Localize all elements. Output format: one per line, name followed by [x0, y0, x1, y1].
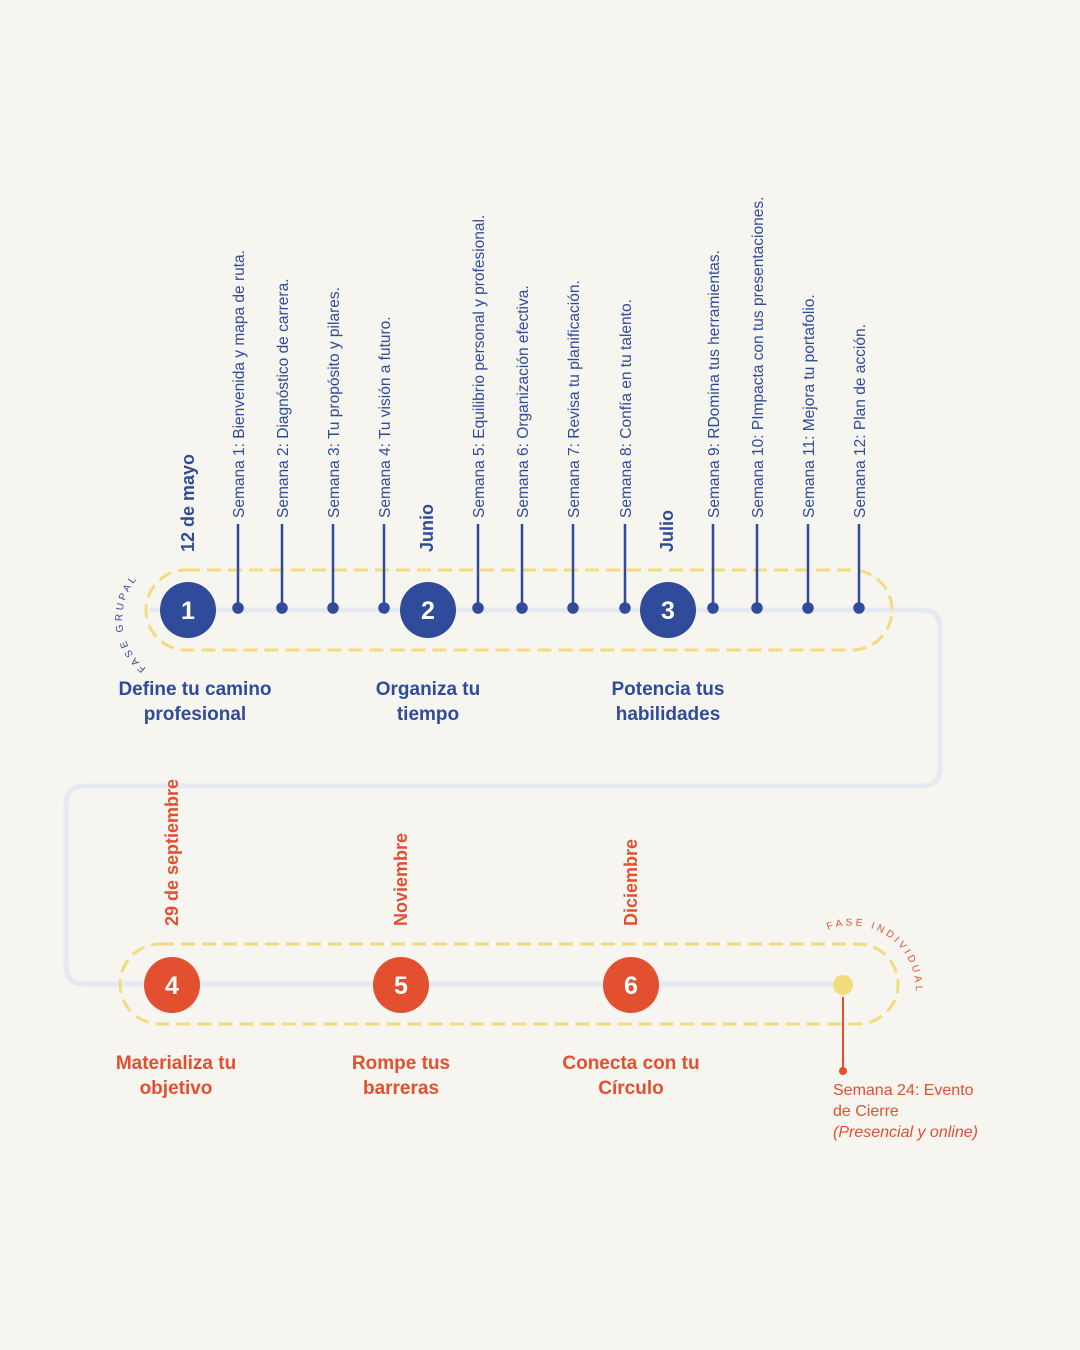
week-label: Semana 9: RDomina tus herramientas.	[706, 250, 723, 518]
step-6: 6	[603, 957, 659, 1013]
week-label: Semana 2: Diagnóstico de carrera.	[275, 278, 292, 518]
step-number: 2	[421, 597, 435, 625]
closing-event-marker	[833, 975, 853, 1075]
step-title: Define tu camino	[118, 679, 271, 700]
timeline-track	[63, 607, 943, 987]
week-label: Semana 7: Revisa tu planificación.	[566, 280, 583, 518]
step-title: Materializa tu	[116, 1053, 236, 1074]
step-number: 3	[661, 597, 675, 625]
fase-grupal-arc-label: FASE GRUPAL	[114, 572, 148, 674]
step-3: 3	[640, 582, 696, 638]
step-number: 5	[394, 972, 408, 1000]
step-title: barreras	[363, 1078, 439, 1099]
week-label: Semana 6: Organización efectiva.	[515, 285, 532, 518]
step-title: profesional	[144, 704, 246, 725]
step-1: 1	[160, 582, 216, 638]
step-title: Potencia tus	[612, 679, 725, 700]
month-label: Diciembre	[621, 839, 641, 926]
week-label: Semana 12: Plan de acción.	[852, 324, 869, 518]
month-label: Julio	[657, 510, 677, 552]
step-title: Rompe tus	[352, 1053, 450, 1074]
fase-grupal-capsule	[144, 568, 894, 652]
start-date-label: 29 de septiembre	[162, 779, 182, 926]
step-number: 6	[624, 972, 638, 1000]
week-label: Semana 5: Equilibrio personal y profesio…	[471, 215, 488, 518]
step-4: 4	[144, 957, 200, 1013]
week-markers	[232, 524, 865, 614]
fase-grupal-arc-text: FASE GRUPAL	[114, 572, 145, 674]
step-5: 5	[373, 957, 429, 1013]
step-title: objetivo	[140, 1078, 213, 1099]
closing-event-title: de Cierre	[833, 1103, 899, 1120]
month-label: Noviembre	[391, 833, 411, 926]
step-2: 2	[400, 582, 456, 638]
week-label: Semana 1: Bienvenida y mapa de ruta.	[231, 250, 248, 518]
start-date-label: 12 de mayo	[178, 454, 198, 552]
week-label: Semana 11: Mejora tu portafolio.	[801, 294, 818, 518]
closing-event-title: Semana 24: Evento	[833, 1082, 974, 1099]
step-title: habilidades	[616, 704, 721, 725]
month-label: Junio	[417, 504, 437, 552]
closing-event-note: (Presencial y online)	[833, 1124, 978, 1141]
week-label: Semana 4: Tu visión a futuro.	[377, 316, 394, 518]
step-title: Conecta con tu	[562, 1053, 699, 1074]
step-title: Organiza tu	[376, 679, 481, 700]
step-number: 4	[165, 972, 179, 1000]
step-title: Círculo	[598, 1078, 663, 1099]
step-title: tiempo	[397, 704, 459, 725]
week-label: Semana 3: Tu propósito y pilares.	[326, 287, 343, 518]
step-number: 1	[181, 597, 195, 625]
fase-individual-capsule	[118, 942, 900, 1026]
week-label: Semana 10: PImpacta con tus presentacion…	[750, 197, 767, 518]
week-label: Semana 8: Confía en tu talento.	[618, 299, 635, 518]
